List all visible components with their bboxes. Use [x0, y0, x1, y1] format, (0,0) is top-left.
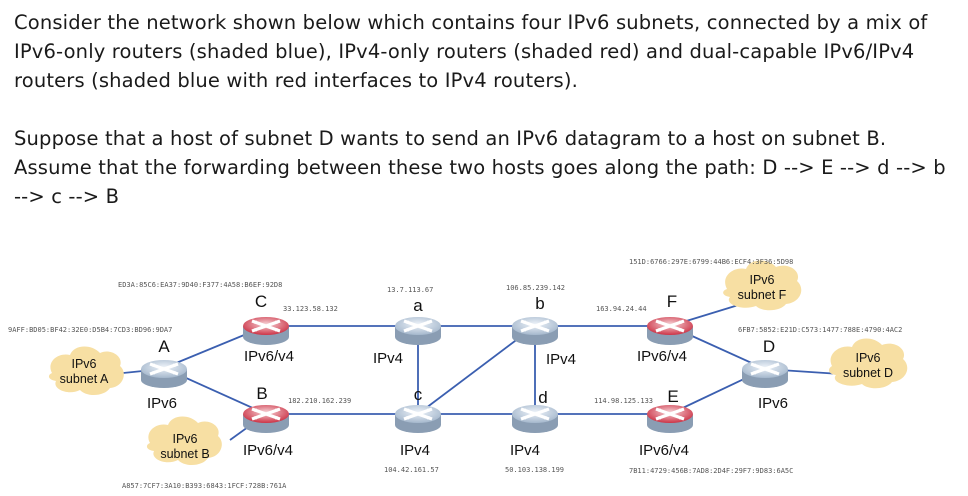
router-ipv4-c-id: c	[414, 385, 423, 404]
router-ipv4-c	[395, 405, 441, 433]
question-paragraph-2: Suppose that a host of subnet D wants to…	[14, 127, 946, 208]
subnet-a-label-line2: subnet A	[60, 372, 109, 386]
router-c-id: C	[255, 292, 267, 311]
router-e-id: E	[667, 387, 678, 406]
question-text: Consider the network shown below which c…	[14, 8, 954, 211]
router-d-type: IPv6	[758, 395, 788, 412]
subnet-f-label-line1: IPv6	[749, 273, 774, 287]
question-paragraph-1: Consider the network shown below which c…	[14, 11, 928, 92]
router-ipv4-a-id: a	[413, 296, 423, 315]
subnet-f-label-line2: subnet F	[738, 288, 787, 302]
router-d	[742, 360, 788, 388]
router-d-address: 6FB7:5852:E21D:C573:1477:788E:4790:4AC2	[738, 326, 902, 334]
router-e-type: IPv6/v4	[639, 442, 689, 459]
router-ipv4-b-id: b	[535, 294, 544, 313]
router-ipv4-d-address: 50.103.138.199	[505, 466, 564, 474]
router-e	[647, 405, 693, 433]
router-b-address: A857:7CF7:3A10:B393:6843:1FCF:728B:761A	[122, 482, 287, 490]
router-b-id: B	[256, 384, 267, 403]
router-ipv4-b-address: 106.85.239.142	[506, 284, 565, 292]
router-ipv4-d	[512, 405, 558, 433]
router-b-type: IPv6/v4	[243, 442, 293, 459]
router-b-ipv4-address: 182.210.162.239	[288, 397, 351, 405]
router-f	[647, 317, 693, 345]
router-e-ipv4-address: 114.98.125.133	[594, 397, 653, 405]
router-c-ipv4-address: 33.123.58.132	[283, 305, 338, 313]
router-ipv4-a	[395, 317, 441, 345]
router-ipv4-a-type: IPv4	[373, 350, 403, 367]
router-ipv4-d-id: d	[538, 388, 547, 407]
cloud-subnet-d: IPv6 subnet D	[828, 338, 908, 389]
router-ipv4-c-type: IPv4	[400, 442, 430, 459]
subnet-b-label-line1: IPv6	[172, 432, 197, 446]
router-a	[141, 360, 187, 388]
router-b	[243, 405, 289, 433]
router-f-id: F	[667, 292, 677, 311]
router-f-address: 151D:6766:297E:6799:44B6:ECF4:3F36:5D98	[629, 258, 793, 266]
router-f-type: IPv6/v4	[637, 348, 687, 365]
cloud-subnet-f: IPv6 subnet F	[723, 260, 802, 311]
router-a-address: 9AFF:BD05:BF42:32E0:D5B4:7CD3:BD96:9DA7	[8, 326, 172, 334]
router-ipv4-b	[512, 317, 558, 345]
router-a-id: A	[158, 337, 170, 356]
router-ipv4-b-type: IPv4	[546, 351, 576, 368]
cloud-subnet-b: IPv6 subnet B	[146, 416, 222, 466]
router-ipv4-d-type: IPv4	[510, 442, 540, 459]
router-f-ipv4-address: 163.94.24.44	[596, 305, 647, 313]
cloud-subnet-a: IPv6 subnet A	[48, 346, 124, 396]
router-c-address: ED3A:85C6:EA37:9D40:F377:4A58:B6EF:92D8	[118, 281, 282, 289]
subnet-d-label-line1: IPv6	[855, 351, 880, 365]
subnet-a-label-line1: IPv6	[71, 357, 96, 371]
router-ipv4-c-address: 104.42.161.57	[384, 466, 439, 474]
router-c-type: IPv6/v4	[244, 348, 294, 365]
network-links	[93, 298, 841, 441]
router-a-type: IPv6	[147, 395, 177, 412]
router-ipv4-a-address: 13.7.113.67	[387, 286, 433, 294]
subnet-d-label-line2: subnet D	[843, 366, 893, 380]
router-d-id: D	[763, 337, 775, 356]
router-e-address: 7B11:4729:456B:7AD8:2D4F:29F7:9D83:6A5C	[629, 467, 793, 475]
subnet-b-label-line2: subnet B	[160, 447, 209, 461]
router-c	[243, 317, 289, 345]
